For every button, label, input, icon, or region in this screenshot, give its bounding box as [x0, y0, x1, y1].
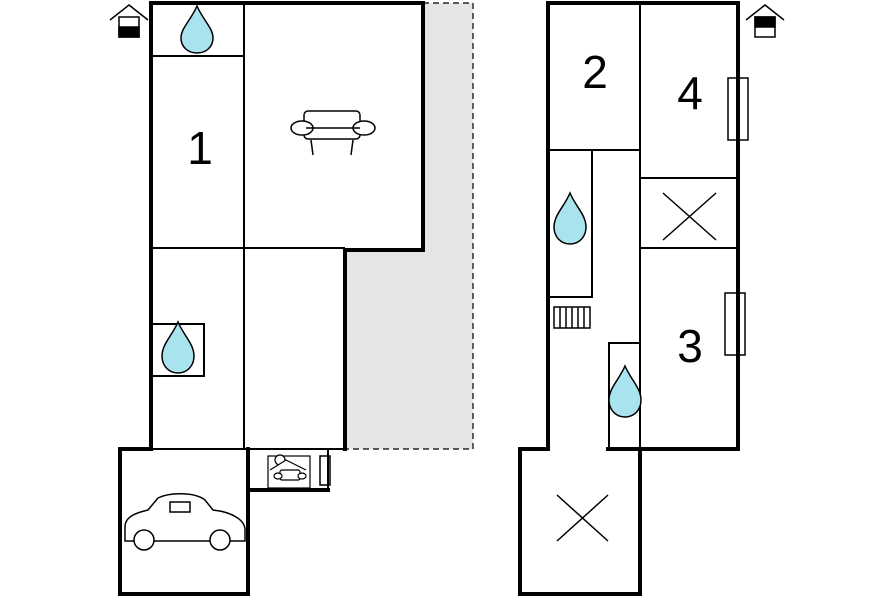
window-icon: [724, 292, 746, 356]
house-entrance-icon: [109, 4, 149, 38]
lower-void-wall: [518, 447, 642, 596]
covered-terrace-icon: [267, 454, 311, 489]
open-space-cross-icon: [556, 494, 609, 542]
window-icon: [727, 77, 749, 141]
water-drop-icon: [553, 191, 587, 245]
outdoor-area-dashed-border: [345, 2, 474, 450]
garage-wall: [118, 447, 250, 596]
house-entrance-icon: [745, 4, 785, 38]
room-number-3: 3: [677, 320, 703, 372]
water-drop-icon: [161, 320, 195, 374]
shower-partition: [608, 342, 640, 449]
water-drop-icon: [608, 364, 642, 418]
stairs-icon: [553, 306, 591, 329]
car-icon: [124, 493, 246, 551]
sofa-icon: [290, 110, 376, 156]
window-icon: [319, 455, 331, 486]
open-space-cross-icon: [662, 192, 717, 241]
ground-floor-outer-wall: [149, 1, 425, 451]
outdoor-area: [345, 3, 473, 449]
room-number-1: 1: [187, 122, 213, 174]
room-number-2: 2: [582, 46, 608, 98]
room-number-4: 4: [677, 67, 703, 119]
bathroom-partition: [548, 150, 593, 298]
water-drop-icon: [180, 4, 214, 54]
ground-floor-plan: 1: [109, 1, 474, 596]
upper-floor-outer-wall: [546, 1, 740, 451]
upper-floor-plan: 2 4 3: [518, 1, 785, 596]
